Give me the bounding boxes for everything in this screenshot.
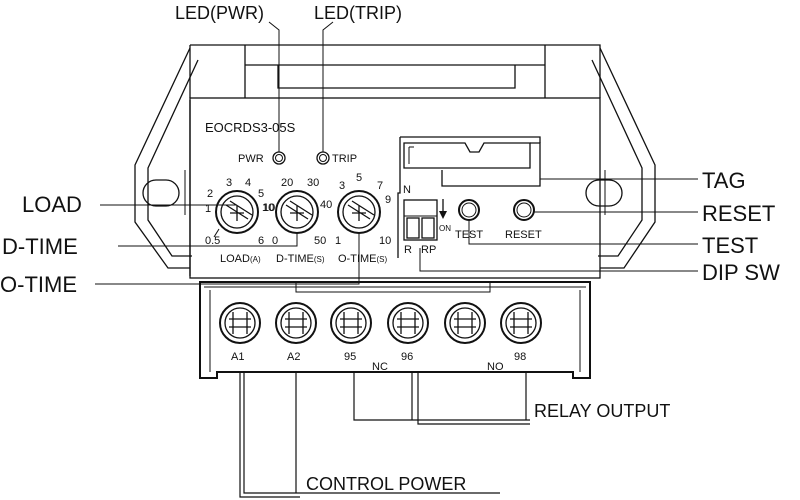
otime-tick-5: 5: [356, 172, 362, 184]
pwr-led-label: PWR: [238, 153, 264, 165]
model-label: EOCRDS3-05S: [205, 120, 296, 135]
load-max: 6: [258, 235, 264, 247]
load-caption: LOAD(A): [220, 253, 261, 265]
reset-button[interactable]: RESET: [505, 199, 542, 241]
wiring: [239, 372, 530, 498]
load-tick-5: 5: [258, 188, 264, 200]
tag-holder: [397, 136, 541, 258]
load-tick-1: 1: [205, 203, 211, 215]
dtime-caption: D-TIME(S): [276, 253, 325, 265]
dip-top-label: N: [403, 184, 411, 196]
terminal-screw-95[interactable]: [330, 302, 372, 344]
callout-dtime: D-TIME: [2, 234, 78, 259]
callout-reset: RESET: [702, 201, 775, 226]
terminal-screw-98[interactable]: [500, 302, 542, 344]
callout-led-pwr: LED(PWR): [175, 3, 264, 23]
terminal-label-a2: A2: [287, 351, 300, 363]
otime-caption: O-TIME(S): [338, 253, 388, 265]
dip-left-label: R: [404, 244, 412, 256]
dtime-tick-20: 20: [281, 177, 293, 189]
reset-button-label: RESET: [505, 229, 542, 241]
callout-led-trip: LED(TRIP): [314, 3, 402, 23]
otime-max: 10: [379, 235, 391, 247]
otime-dial[interactable]: 3 5 7 9 1 10 O-TIME(S): [335, 172, 391, 265]
callout-dip-sw: DIP SW: [702, 260, 780, 285]
dtime-tick-10: 10: [263, 202, 275, 214]
load-tick-4: 4: [245, 177, 251, 189]
terminal-screws: [219, 302, 542, 344]
callout-otime: O-TIME: [0, 272, 77, 297]
trip-led: TRIP: [316, 151, 357, 165]
otime-min: 1: [335, 235, 341, 247]
load-dial[interactable]: 2 3 4 5 10 1 0.5 6 LOAD(A): [205, 177, 274, 265]
callout-tag: TAG: [702, 168, 746, 193]
callout-control-power: CONTROL POWER: [306, 474, 466, 494]
otime-tick-7: 7: [377, 180, 383, 192]
load-tick-10: 10: [262, 202, 274, 214]
dtime-tick-40: 40: [320, 199, 332, 211]
terminal-no-label: NO: [487, 361, 504, 373]
dip-switch[interactable]: N R RP ON: [403, 184, 451, 256]
right-mount-slot: [585, 179, 623, 207]
terminal-label-a1: A1: [231, 351, 244, 363]
terminal-screw-97[interactable]: [444, 302, 486, 344]
otime-tick-3: 3: [339, 180, 345, 192]
terminal-label-98: 98: [514, 351, 526, 363]
device-body: [134, 44, 656, 379]
dtime-min: 0: [272, 235, 278, 247]
dip-right-label: RP: [421, 244, 436, 256]
terminal-label-96: 96: [401, 351, 413, 363]
trip-led-label: TRIP: [332, 153, 357, 165]
dtime-tick-30: 30: [307, 177, 319, 189]
load-tick-3: 3: [226, 177, 232, 189]
terminal-nc-label: NC: [372, 361, 388, 373]
left-mount-slot: [142, 179, 180, 207]
pwr-led: PWR: [238, 151, 286, 165]
load-tick-2: 2: [207, 188, 213, 200]
otime-tick-9: 9: [385, 194, 391, 206]
terminal-screw-a2[interactable]: [275, 302, 317, 344]
leader-lines: [95, 21, 698, 285]
dip-lever-2[interactable]: [421, 217, 435, 239]
callout-test: TEST: [702, 233, 758, 258]
dtime-max: 50: [314, 235, 326, 247]
callout-relay-output: RELAY OUTPUT: [534, 401, 670, 421]
load-min: 0.5: [205, 235, 220, 247]
callout-load: LOAD: [22, 192, 82, 217]
terminal-screw-a1[interactable]: [219, 302, 261, 344]
dip-on-label: ON: [439, 224, 451, 233]
dip-lever-1[interactable]: [406, 217, 420, 239]
terminal-screw-96[interactable]: [387, 302, 429, 344]
terminal-label-95: 95: [344, 351, 356, 363]
dtime-dial[interactable]: 20 30 10 40 0 50 D-TIME(S): [263, 177, 332, 265]
